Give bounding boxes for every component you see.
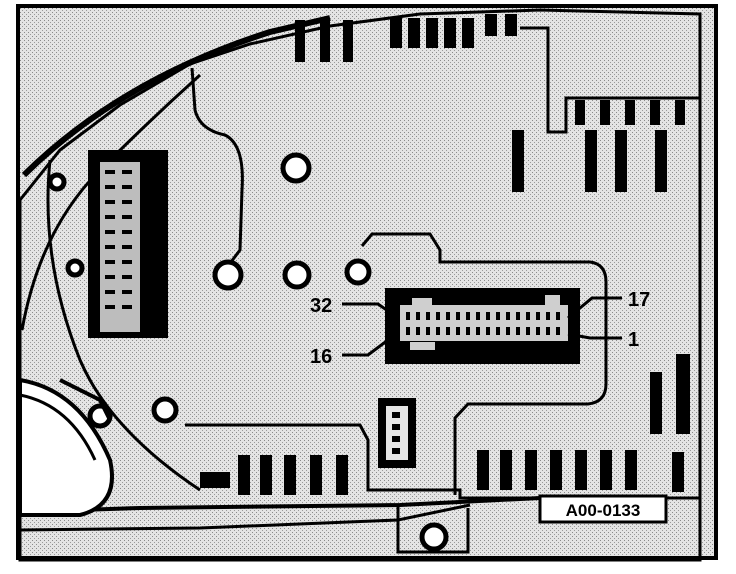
- bottom-tab: [396, 505, 470, 554]
- right-side-pins: [650, 354, 690, 434]
- pin-label-17: 17: [628, 289, 650, 311]
- leader-lines: [342, 296, 622, 357]
- board-trace: [190, 67, 244, 271]
- lower-board-edge: [185, 423, 700, 500]
- pin-label-32: 32: [310, 295, 332, 317]
- pin-label-1: 1: [628, 329, 639, 351]
- lower-left-housing: [18, 377, 114, 517]
- pin-label-16: 16: [310, 346, 332, 368]
- board-outline: [18, 8, 702, 562]
- bottom-connector-pins: [200, 450, 684, 495]
- top-connector-pins: [295, 14, 517, 62]
- bottom-strip-lower: [19, 503, 471, 532]
- central-connector: [385, 288, 580, 364]
- reference-code: A00-0133: [566, 501, 641, 520]
- right-bracket: [520, 26, 700, 134]
- board-left-curve: [46, 159, 201, 492]
- small-4-pin-connector: [378, 398, 416, 468]
- housing-arc: [21, 15, 331, 178]
- right-upper-pins: [512, 100, 685, 192]
- central-connector-housing: [360, 232, 608, 495]
- reference-code-box: [538, 494, 668, 524]
- left-vertical-connector: [88, 150, 168, 338]
